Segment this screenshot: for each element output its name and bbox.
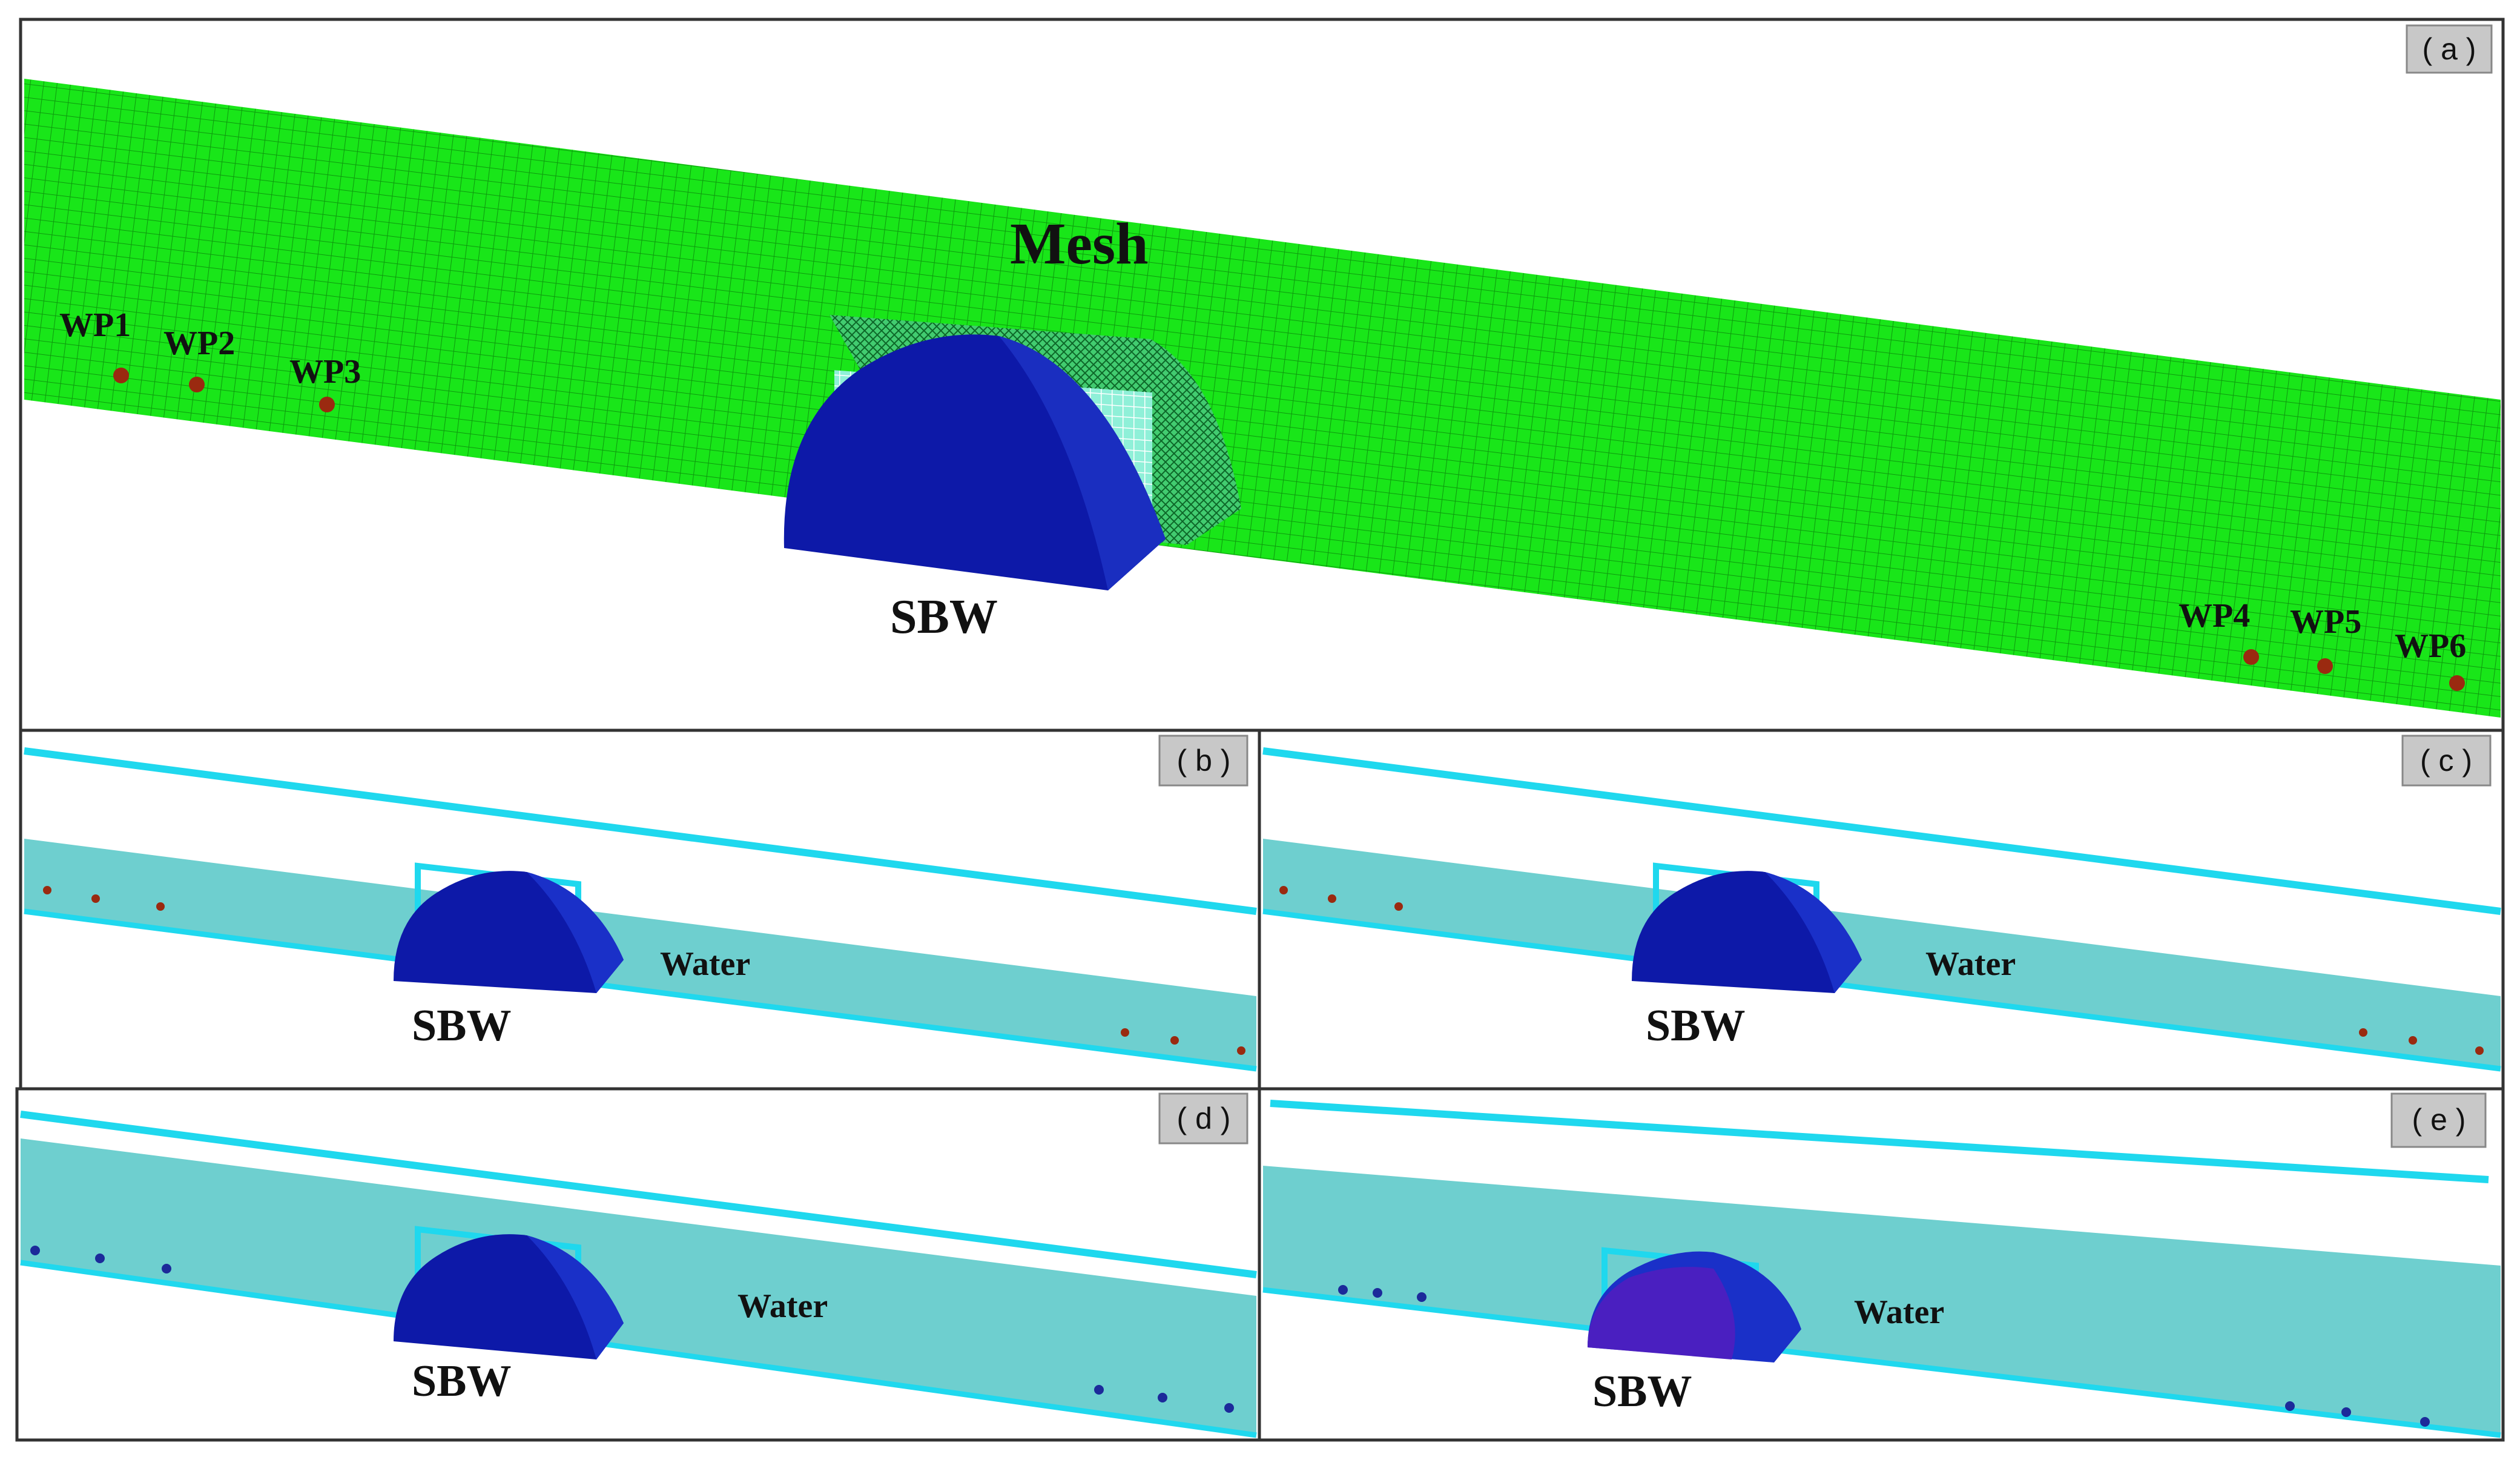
water-edge-b <box>24 908 1257 1072</box>
panel-c-tag-box <box>2401 735 2492 787</box>
water-edge-d <box>20 1260 1257 1438</box>
probe-b-4 <box>1121 1028 1129 1037</box>
panel-d-tag: ( d ) <box>1177 1102 1231 1135</box>
water-body-e <box>1263 1166 2501 1435</box>
probe-label-wp5: WP5 <box>2290 603 2361 641</box>
sbw-label-a: SBW <box>890 590 998 644</box>
probe-c-2 <box>1328 894 1336 903</box>
probe-d-2 <box>95 1254 105 1263</box>
sbw-label-b: SBW <box>412 1001 512 1051</box>
panel-a-tag-box <box>2406 24 2493 74</box>
sbw-label-c: SBW <box>1646 1001 1746 1051</box>
panel-c: Water SBW ( c ) <box>1258 728 2505 1091</box>
water-edge-e <box>1262 1287 2501 1438</box>
probe-label-wp1: WP1 <box>59 306 131 344</box>
probe-wp2 <box>189 377 205 392</box>
probe-e-3 <box>1417 1292 1427 1302</box>
panel-b: Water SBW ( b ) <box>19 728 1261 1091</box>
top-boundary-c <box>1262 747 2501 915</box>
probe-wp3 <box>319 397 335 412</box>
panel-d: Water SBW ( d ) <box>15 1087 1261 1442</box>
probe-e-1 <box>1338 1285 1348 1295</box>
probe-label-wp4: WP4 <box>2179 597 2250 635</box>
panel-a: Mesh SBW WP1 WP2 WP3 WP4 WP5 WP6 ( a ) <box>19 18 2505 732</box>
water-body-c <box>1263 839 2501 1069</box>
panel-b-tag-box <box>1158 735 1248 787</box>
water-edge-c <box>1262 908 2501 1072</box>
panel-e: Water SBW ( e ) <box>1258 1087 2505 1442</box>
probe-b-2 <box>91 894 100 903</box>
water-label-e: Water <box>1854 1293 1944 1331</box>
probe-e-6 <box>2420 1417 2430 1427</box>
probe-wp5 <box>2317 658 2333 674</box>
probe-d-5 <box>1158 1393 1167 1402</box>
probe-b-1 <box>43 886 51 894</box>
probe-d-3 <box>162 1264 171 1273</box>
water-body-b <box>24 839 1256 1069</box>
sbw-wall-e-front <box>1588 1267 1735 1359</box>
probe-b-3 <box>156 902 165 911</box>
probe-wp6 <box>2449 675 2465 691</box>
panel-e-tag: ( e ) <box>2412 1103 2466 1137</box>
probe-d-4 <box>1094 1385 1104 1395</box>
probe-b-6 <box>1237 1046 1245 1055</box>
probe-e-4 <box>2285 1401 2295 1411</box>
probe-label-wp6: WP6 <box>2395 627 2466 665</box>
top-boundary-b <box>24 747 1257 915</box>
sbw-wall-face <box>999 336 1166 590</box>
top-boundary-d <box>20 1111 1257 1278</box>
probe-d-1 <box>30 1246 40 1255</box>
water-label-d: Water <box>737 1287 828 1325</box>
probe-d-6 <box>1224 1403 1234 1413</box>
panel-d-tag-box <box>1158 1092 1248 1145</box>
water-label-b: Water <box>660 945 750 983</box>
probe-c-5 <box>2409 1036 2417 1045</box>
panel-e-tag-box <box>2390 1092 2487 1148</box>
water-body-d <box>21 1138 1256 1435</box>
panel-b-tag: ( b ) <box>1177 744 1231 778</box>
probe-wp1 <box>113 368 129 383</box>
probe-c-6 <box>2475 1046 2484 1055</box>
water-label-c: Water <box>1925 945 2016 983</box>
sbw-wall-b-face <box>527 872 624 993</box>
sbw-wall-c-face <box>1765 872 1862 993</box>
probe-label-wp2: WP2 <box>163 325 235 362</box>
sbw-label-d: SBW <box>412 1356 512 1406</box>
panel-c-tag: ( c ) <box>2420 744 2472 778</box>
probe-c-1 <box>1279 886 1288 894</box>
probe-e-5 <box>2341 1407 2351 1417</box>
probe-e-2 <box>1373 1288 1382 1298</box>
mesh-label: Mesh <box>1010 211 1149 277</box>
probe-c-4 <box>2359 1028 2367 1037</box>
sbw-label-e: SBW <box>1592 1367 1692 1416</box>
top-boundary-e <box>1270 1100 2489 1183</box>
sbw-wall-d-face <box>527 1235 624 1359</box>
probe-b-5 <box>1170 1036 1179 1045</box>
probe-label-wp3: WP3 <box>289 353 361 391</box>
probe-wp4 <box>2243 649 2259 665</box>
probe-c-3 <box>1394 902 1403 911</box>
panel-a-tag: ( a ) <box>2423 32 2476 66</box>
mesh-channel <box>24 79 2501 718</box>
